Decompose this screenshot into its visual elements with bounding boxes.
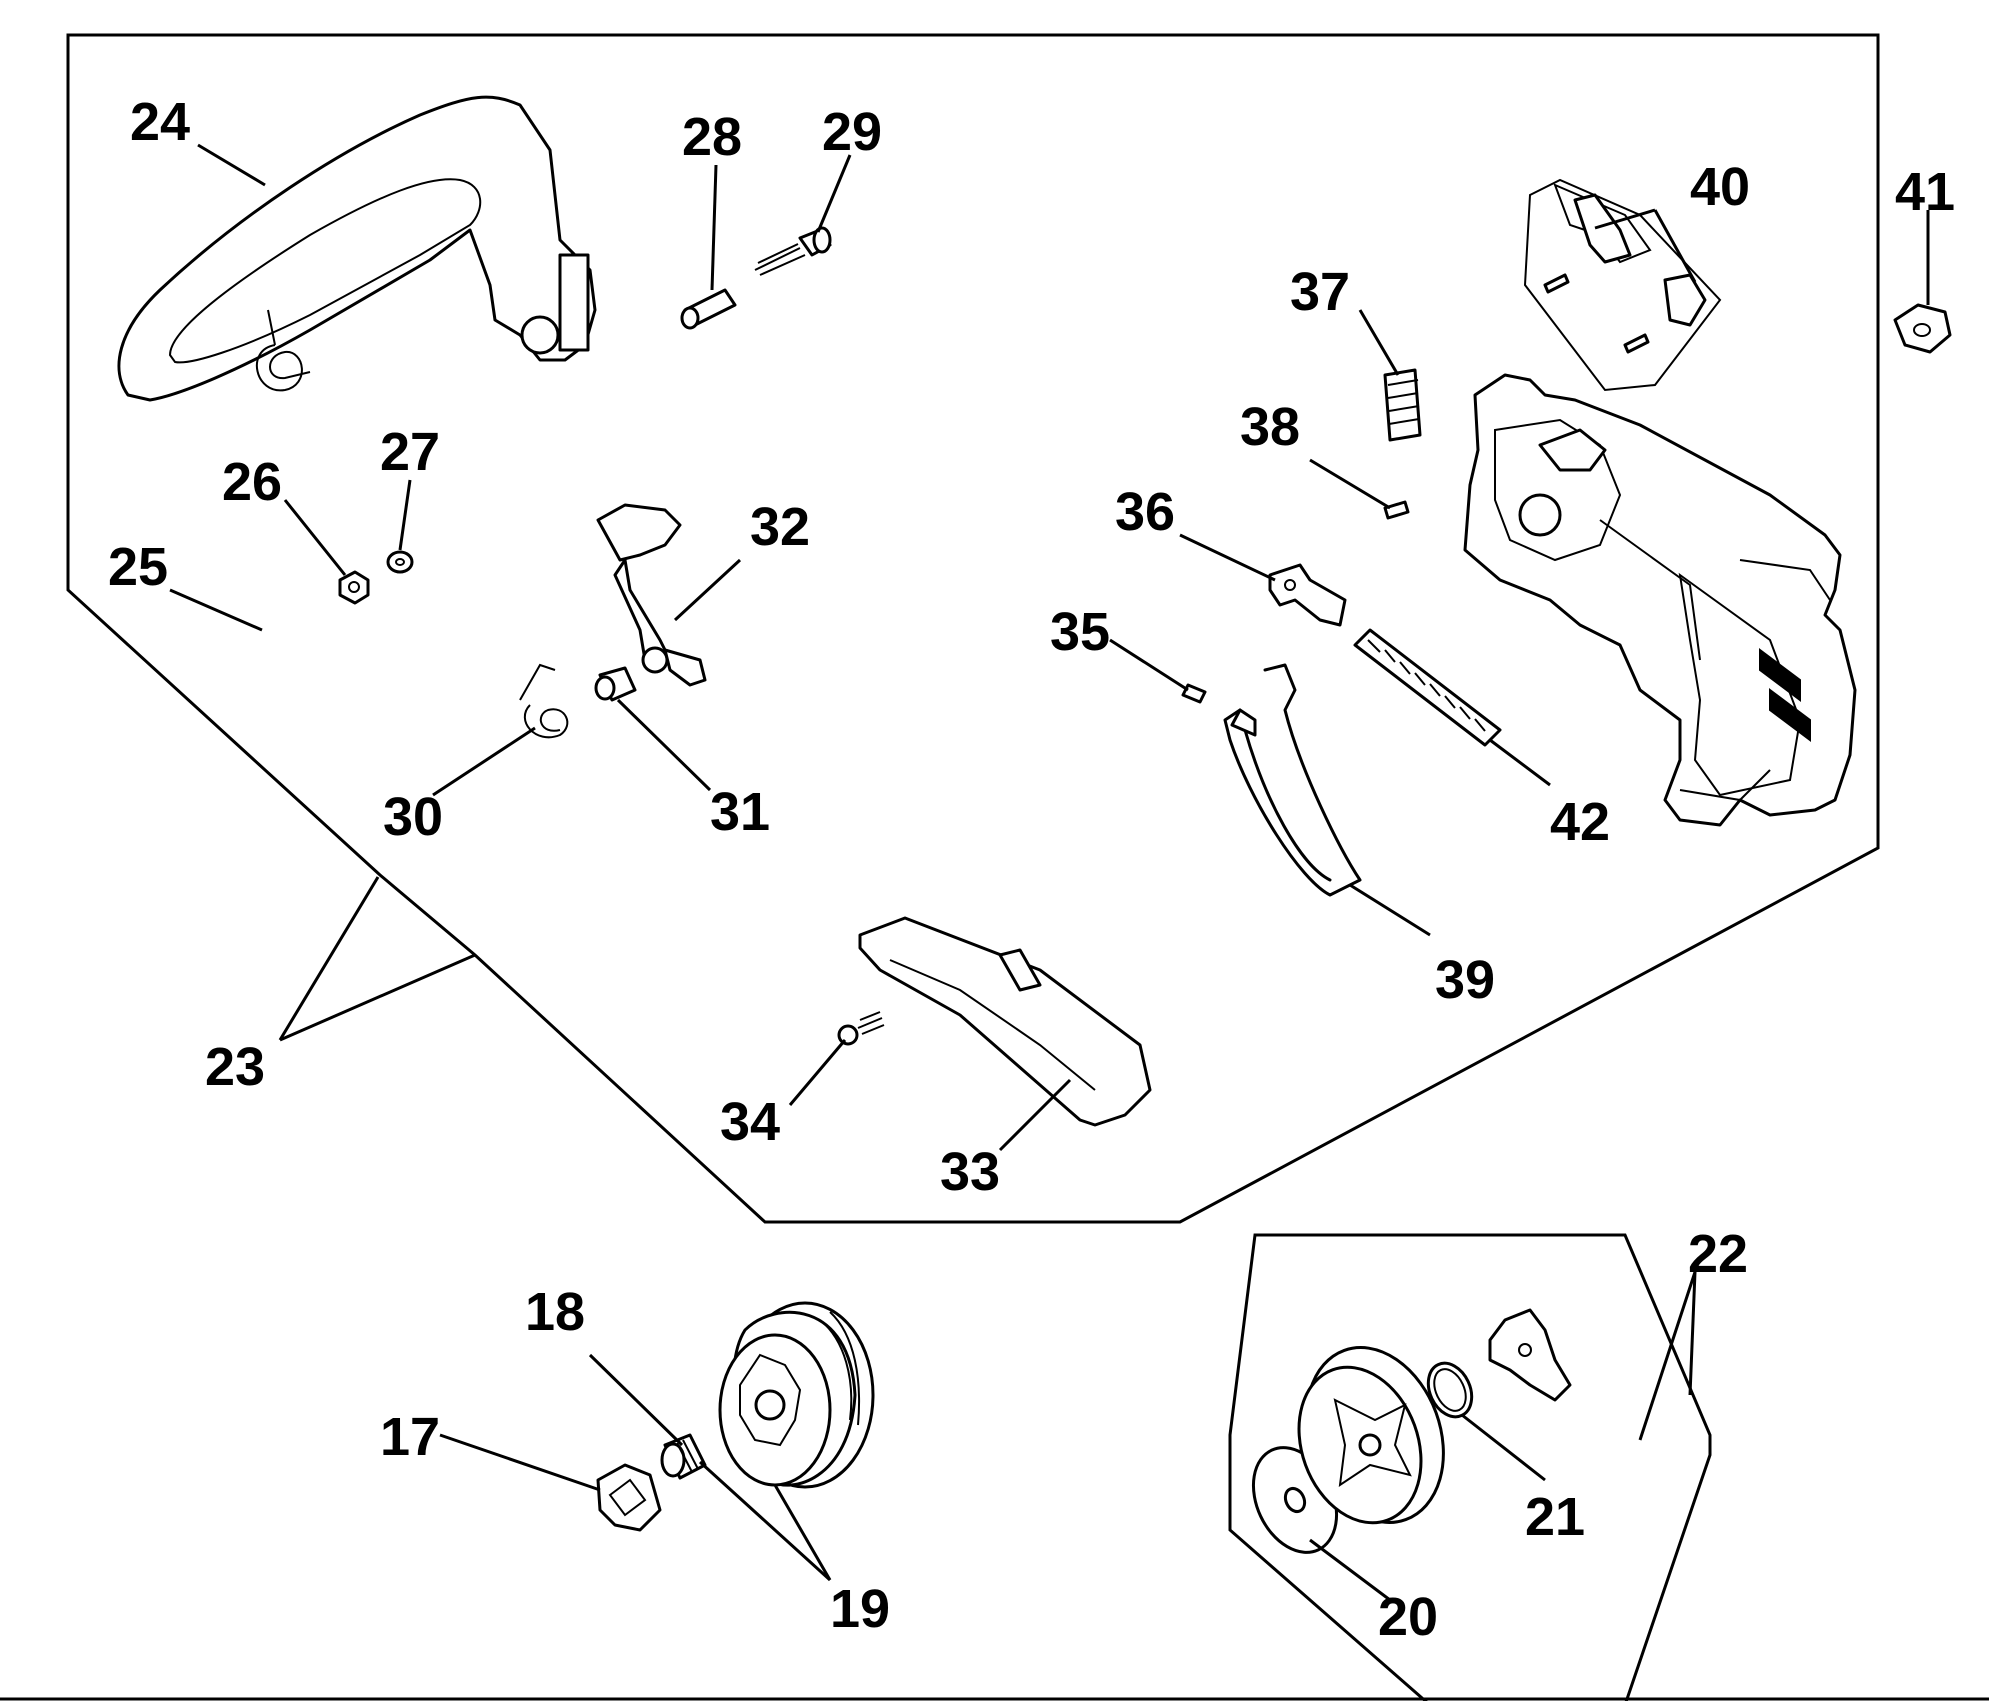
part-number-labels: 24 28 29 40 41 37 38 27 26 32 36 25 35 3…: [108, 92, 1955, 1647]
label-25: 25: [108, 537, 168, 597]
brake-band-39-part: [1223, 663, 1362, 897]
label-35: 35: [1050, 602, 1110, 662]
label-27: 27: [380, 422, 440, 482]
spring-25-part: [256, 309, 311, 392]
clutch-cover-body: [1463, 373, 1857, 827]
label-21: 21: [1525, 1487, 1585, 1547]
label-34: 34: [720, 1092, 780, 1152]
chain-guard-part: [858, 916, 1152, 1127]
label-26: 26: [222, 452, 282, 512]
leader-lines: [169, 143, 1930, 1602]
bearing-18-part: [660, 1433, 707, 1480]
kit-22-outline: [1228, 1233, 1712, 1701]
label-17: 17: [380, 1407, 440, 1467]
clutch-shoes-part: [1297, 1346, 1445, 1525]
pin-38-part: [1383, 500, 1410, 520]
label-23: 23: [205, 1037, 265, 1097]
label-40: 40: [1690, 157, 1750, 217]
label-20: 20: [1378, 1587, 1438, 1647]
spring-37-part: [1383, 368, 1422, 442]
label-41: 41: [1895, 162, 1955, 222]
label-33: 33: [940, 1142, 1000, 1202]
label-31: 31: [710, 782, 770, 842]
kit-23-outline: [66, 33, 1880, 1224]
front-handle-part: [117, 95, 597, 402]
bushing-31-part: [594, 666, 637, 702]
clutch-drum-19-part: [718, 1301, 875, 1489]
pin-35-part: [1181, 683, 1207, 704]
screw-34-part: [837, 1011, 885, 1046]
label-19: 19: [830, 1579, 890, 1639]
label-36: 36: [1115, 482, 1175, 542]
spring-30-part: [519, 663, 569, 739]
label-28: 28: [682, 107, 742, 167]
spring-42-part: [1353, 628, 1502, 747]
label-38: 38: [1240, 397, 1300, 457]
washer-27-part: [386, 550, 414, 574]
label-29: 29: [822, 102, 882, 162]
label-39: 39: [1435, 950, 1495, 1010]
nut-41-part: [1893, 303, 1952, 354]
label-37: 37: [1290, 262, 1350, 322]
bracket-40-part: [1523, 178, 1722, 392]
label-18: 18: [525, 1282, 585, 1342]
label-24: 24: [130, 92, 190, 152]
lever-32-part: [596, 503, 707, 687]
label-32: 32: [750, 497, 810, 557]
plate-17-part: [596, 1463, 662, 1532]
label-22: 22: [1688, 1224, 1748, 1284]
label-30: 30: [383, 787, 443, 847]
o-ring-21-part: [1426, 1361, 1474, 1419]
label-42: 42: [1550, 792, 1610, 852]
screw-part: [754, 226, 832, 276]
nut-26-part: [338, 570, 370, 605]
clutch-hub-22-part: [1488, 1308, 1572, 1402]
brake-latch-36-part: [1268, 563, 1347, 627]
pin-part: [680, 288, 737, 330]
